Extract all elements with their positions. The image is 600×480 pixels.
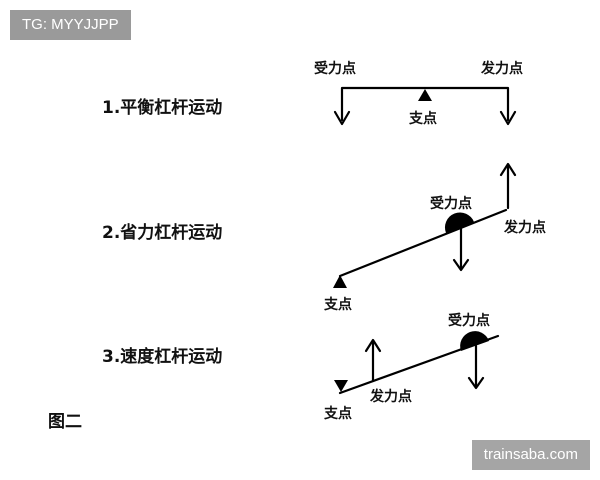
lever-1-load-arrow bbox=[333, 110, 351, 126]
lever-2-effort-arrowhead bbox=[499, 162, 517, 177]
lever-3-load-arrowhead bbox=[467, 376, 485, 390]
lever-2: 受力点 发力点 支点 bbox=[323, 162, 546, 313]
lever-2-load-icon bbox=[444, 212, 474, 233]
lever-2-load-arrowhead bbox=[452, 258, 470, 272]
lever-2-load-label: 受力点 bbox=[430, 195, 472, 212]
lever-2-fulcrum-label: 支点 bbox=[323, 296, 352, 313]
lever-3-load-label: 受力点 bbox=[448, 312, 490, 329]
lever-2-fulcrum-icon bbox=[333, 275, 347, 288]
lever-1-title: 1.平衡杠杆运动 bbox=[102, 97, 222, 118]
figure-label: 图二 bbox=[48, 412, 82, 432]
watermark-badge: TG: MYYJJPP bbox=[10, 10, 131, 40]
lever-1-fulcrum-label: 支点 bbox=[408, 110, 437, 127]
lever-3-load-icon bbox=[460, 331, 489, 351]
lever-1-fulcrum-icon bbox=[418, 89, 432, 101]
lever-1-effort-label: 发力点 bbox=[480, 60, 523, 77]
lever-2-beam bbox=[338, 208, 508, 278]
lever-3-effort-arrowhead bbox=[364, 338, 382, 353]
site-watermark: trainsaba.com bbox=[471, 440, 590, 470]
lever-3: 受力点 发力点 支点 bbox=[323, 312, 500, 422]
lever-3-fulcrum-icon bbox=[334, 380, 348, 392]
lever-1-load-label: 受力点 bbox=[314, 60, 356, 77]
lever-2-effort-label: 发力点 bbox=[503, 219, 546, 236]
lever-3-title: 3.速度杠杆运动 bbox=[102, 346, 222, 367]
lever-3-fulcrum-label: 支点 bbox=[323, 405, 352, 422]
lever-1-effort-arrow bbox=[499, 110, 517, 126]
lever-1: 受力点 发力点 支点 bbox=[314, 60, 523, 127]
lever-3-effort-label: 发力点 bbox=[369, 388, 412, 405]
lever-2-title: 2.省力杠杆运动 bbox=[102, 222, 222, 243]
lever-1-beam bbox=[340, 86, 510, 122]
